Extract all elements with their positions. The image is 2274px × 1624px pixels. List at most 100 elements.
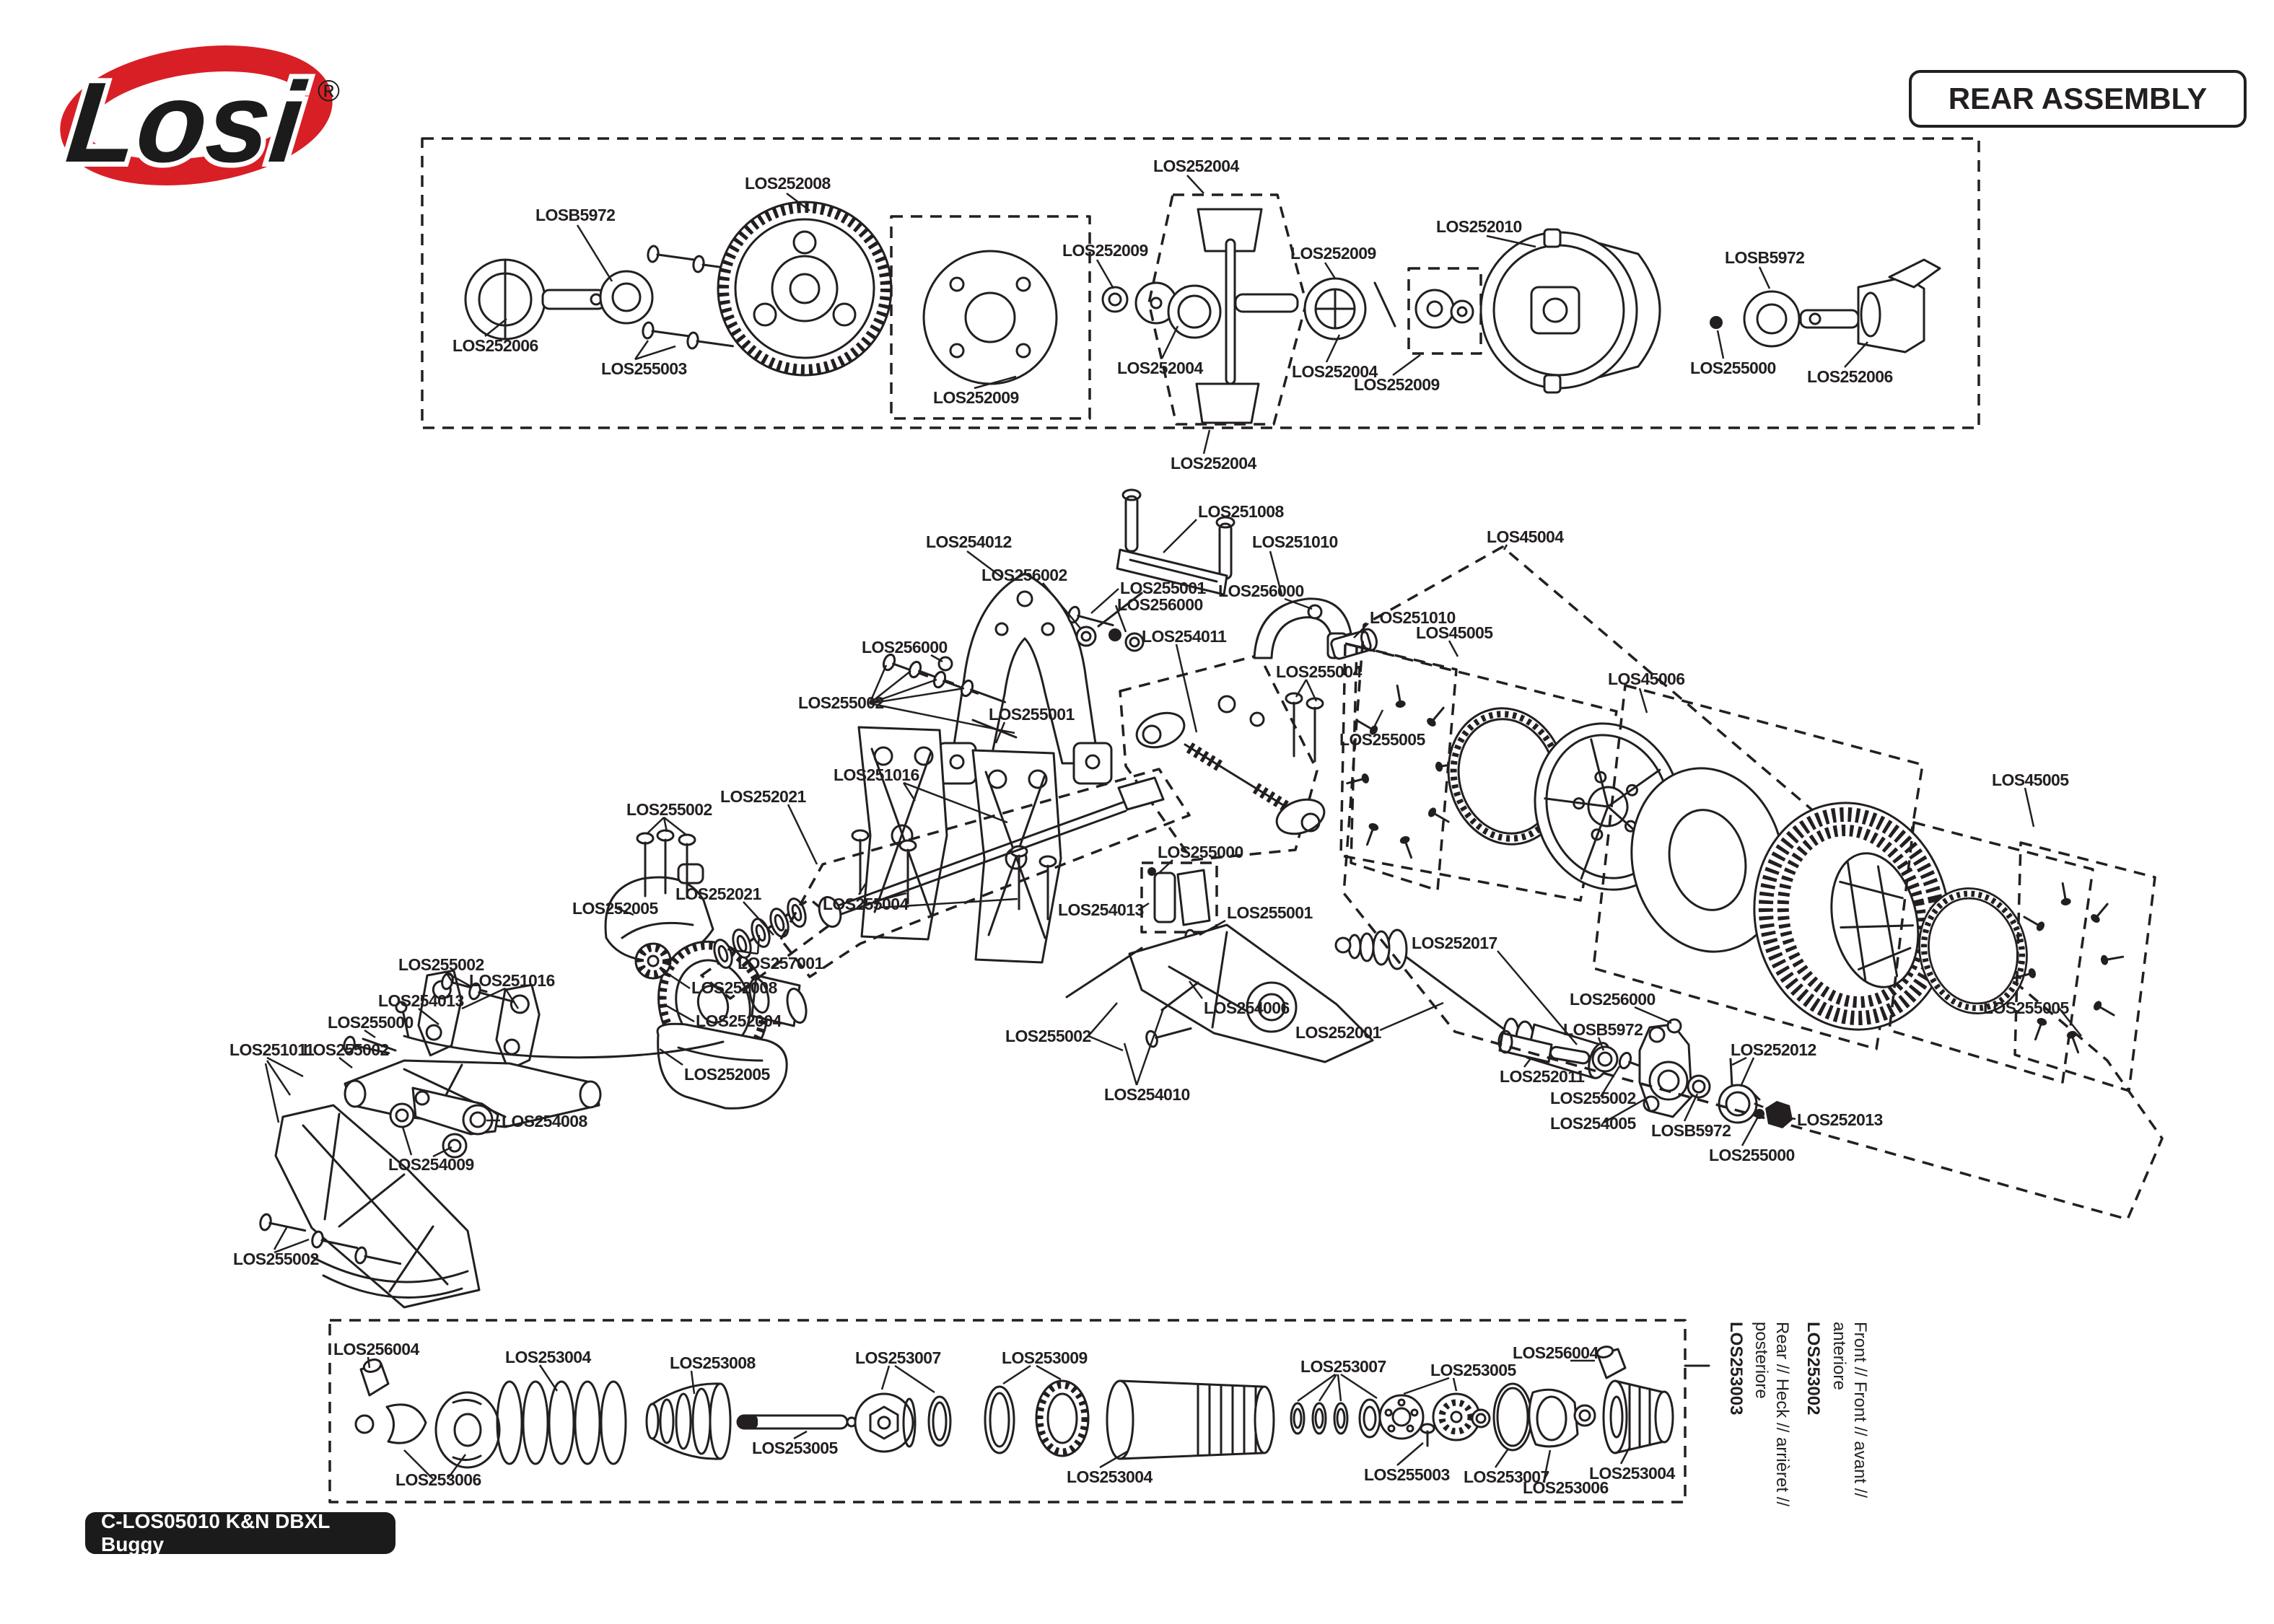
beadlock-right-box bbox=[1888, 821, 2094, 1084]
part-label: LOS252004 bbox=[1117, 359, 1203, 377]
set-screw-drawing bbox=[1710, 316, 1723, 329]
part-label: LOS252009 bbox=[1062, 241, 1148, 260]
leader-line bbox=[1716, 330, 1725, 359]
guide-oring-drawing bbox=[927, 1395, 952, 1447]
part-label: LOS252013 bbox=[1797, 1110, 1883, 1129]
outdrive-mid-drawing bbox=[748, 974, 808, 1027]
part-label: LOS255002 bbox=[1005, 1027, 1091, 1045]
leader-lines bbox=[264, 175, 2082, 1480]
part-label: LOS252008 bbox=[691, 978, 777, 997]
part-label: LOS252021 bbox=[675, 885, 761, 903]
leader-line bbox=[930, 654, 943, 663]
part-label: LOS255000 bbox=[1690, 359, 1776, 377]
shock-boot-drawing bbox=[645, 1382, 732, 1460]
leader-line bbox=[1634, 1006, 1672, 1024]
leader-line bbox=[1844, 341, 1868, 368]
leader-line bbox=[857, 882, 867, 895]
shock-fitting-left-drawing bbox=[359, 1359, 390, 1397]
leader-line bbox=[1396, 1442, 1424, 1466]
leader-line bbox=[364, 1029, 376, 1039]
part-label: LOS252021 bbox=[720, 787, 806, 806]
leader-line bbox=[266, 1060, 292, 1096]
spider-gear-drawing bbox=[1303, 277, 1396, 341]
part-label: LOS254006 bbox=[1204, 998, 1290, 1017]
part-label: LOS257001 bbox=[738, 954, 823, 973]
leader-line bbox=[1337, 1374, 1342, 1402]
beadlock-screws-right-box bbox=[2011, 841, 2156, 1092]
leader-line bbox=[756, 934, 761, 954]
part-label: LOS254009 bbox=[388, 1155, 474, 1174]
part-label: LOS252009 bbox=[933, 388, 1019, 407]
part-label: LOS255002 bbox=[233, 1250, 319, 1268]
part-label: LOS256004 bbox=[1513, 1343, 1599, 1362]
piston-screw-drawing bbox=[1420, 1423, 1435, 1447]
gearbox-top-drawing bbox=[604, 863, 714, 962]
leader-line bbox=[902, 782, 917, 802]
note-front-2: anteriore bbox=[1829, 1322, 1849, 1390]
leader-line bbox=[1295, 679, 1308, 698]
tire-drawing bbox=[1753, 802, 1951, 1031]
leader-line bbox=[1523, 1057, 1532, 1068]
leader-line bbox=[338, 1057, 353, 1068]
gasket-box bbox=[890, 215, 1091, 420]
leader-line bbox=[1371, 709, 1384, 731]
rod-end-ball-drawing bbox=[354, 1414, 375, 1434]
leader-line bbox=[446, 1454, 467, 1480]
shock-body-drawing bbox=[1106, 1379, 1275, 1460]
leader-line bbox=[1088, 1035, 1124, 1052]
part-label: LOS255002 bbox=[303, 1040, 389, 1059]
leader-line bbox=[659, 967, 691, 990]
part-label: LOS251016 bbox=[834, 765, 919, 784]
part-label: LOS255005 bbox=[1339, 730, 1425, 749]
leader-line bbox=[1163, 519, 1197, 553]
part-label: LOS253004 bbox=[505, 1348, 591, 1366]
leader-line bbox=[273, 1226, 289, 1250]
leader-line bbox=[786, 193, 810, 211]
leader-line bbox=[1543, 1449, 1552, 1479]
part-label: LOS252004 bbox=[1171, 454, 1256, 473]
hinge-pin2-drawing bbox=[1160, 981, 1199, 1011]
part-label: LOS252012 bbox=[1731, 1040, 1816, 1059]
part-label: LOS255001 bbox=[1120, 579, 1206, 597]
leader-line bbox=[1741, 1116, 1759, 1146]
losi-logo: Losi ® bbox=[56, 45, 340, 191]
part-label: LOS254011 bbox=[1142, 627, 1227, 646]
part-label: LOS45006 bbox=[1608, 670, 1685, 688]
part-label: LOS253004 bbox=[1067, 1467, 1153, 1486]
part-label: LOS254005 bbox=[1550, 1114, 1636, 1133]
leader-line bbox=[634, 340, 650, 360]
leader-line bbox=[868, 664, 888, 704]
part-label: LOS251016 bbox=[469, 971, 555, 990]
piston-cap-drawing bbox=[1378, 1394, 1425, 1440]
leader-line bbox=[1758, 266, 1771, 289]
part-label: LOS251010 bbox=[1370, 608, 1456, 627]
wheel-nut-drawing bbox=[1765, 1101, 1793, 1128]
left-arm-cluster bbox=[258, 967, 725, 1309]
leader-line bbox=[1186, 175, 1204, 194]
shock-assembly-box bbox=[328, 1319, 1710, 1504]
part-label: LOS256000 bbox=[1117, 595, 1203, 614]
leader-line bbox=[1114, 605, 1127, 633]
leader-line bbox=[903, 781, 1008, 824]
leader-line bbox=[690, 1370, 696, 1395]
leader-line bbox=[1353, 623, 1369, 638]
part-label: LOS252004 bbox=[696, 1011, 782, 1030]
wheel-assembly-box bbox=[1342, 545, 2164, 1221]
orientation-notes: Front // Front // avant // anteriore LOS… bbox=[1722, 1322, 1871, 1506]
part-label: LOS253005 bbox=[752, 1439, 838, 1457]
part-label: LOS253007 bbox=[1300, 1357, 1386, 1376]
shock-fitting-right-drawing bbox=[1596, 1346, 1627, 1379]
part-label: LOS253008 bbox=[670, 1353, 756, 1372]
leader-line bbox=[873, 892, 907, 903]
leader-line bbox=[1269, 550, 1283, 595]
note-front: Front // Front // avant // bbox=[1850, 1322, 1870, 1498]
gearbox-cluster bbox=[604, 768, 1191, 1110]
part-label: LOS255002 bbox=[1550, 1089, 1636, 1107]
body-oring-drawing bbox=[984, 1385, 1015, 1454]
wheel-hex-drawing bbox=[1718, 1084, 1764, 1124]
leader-line bbox=[1096, 259, 1115, 289]
part-label: LOS253004 bbox=[1589, 1464, 1675, 1483]
part-label: LOSB5972 bbox=[535, 206, 616, 224]
camber-link-box bbox=[1119, 654, 1326, 861]
pivot-pin-drawing bbox=[1065, 592, 1145, 652]
